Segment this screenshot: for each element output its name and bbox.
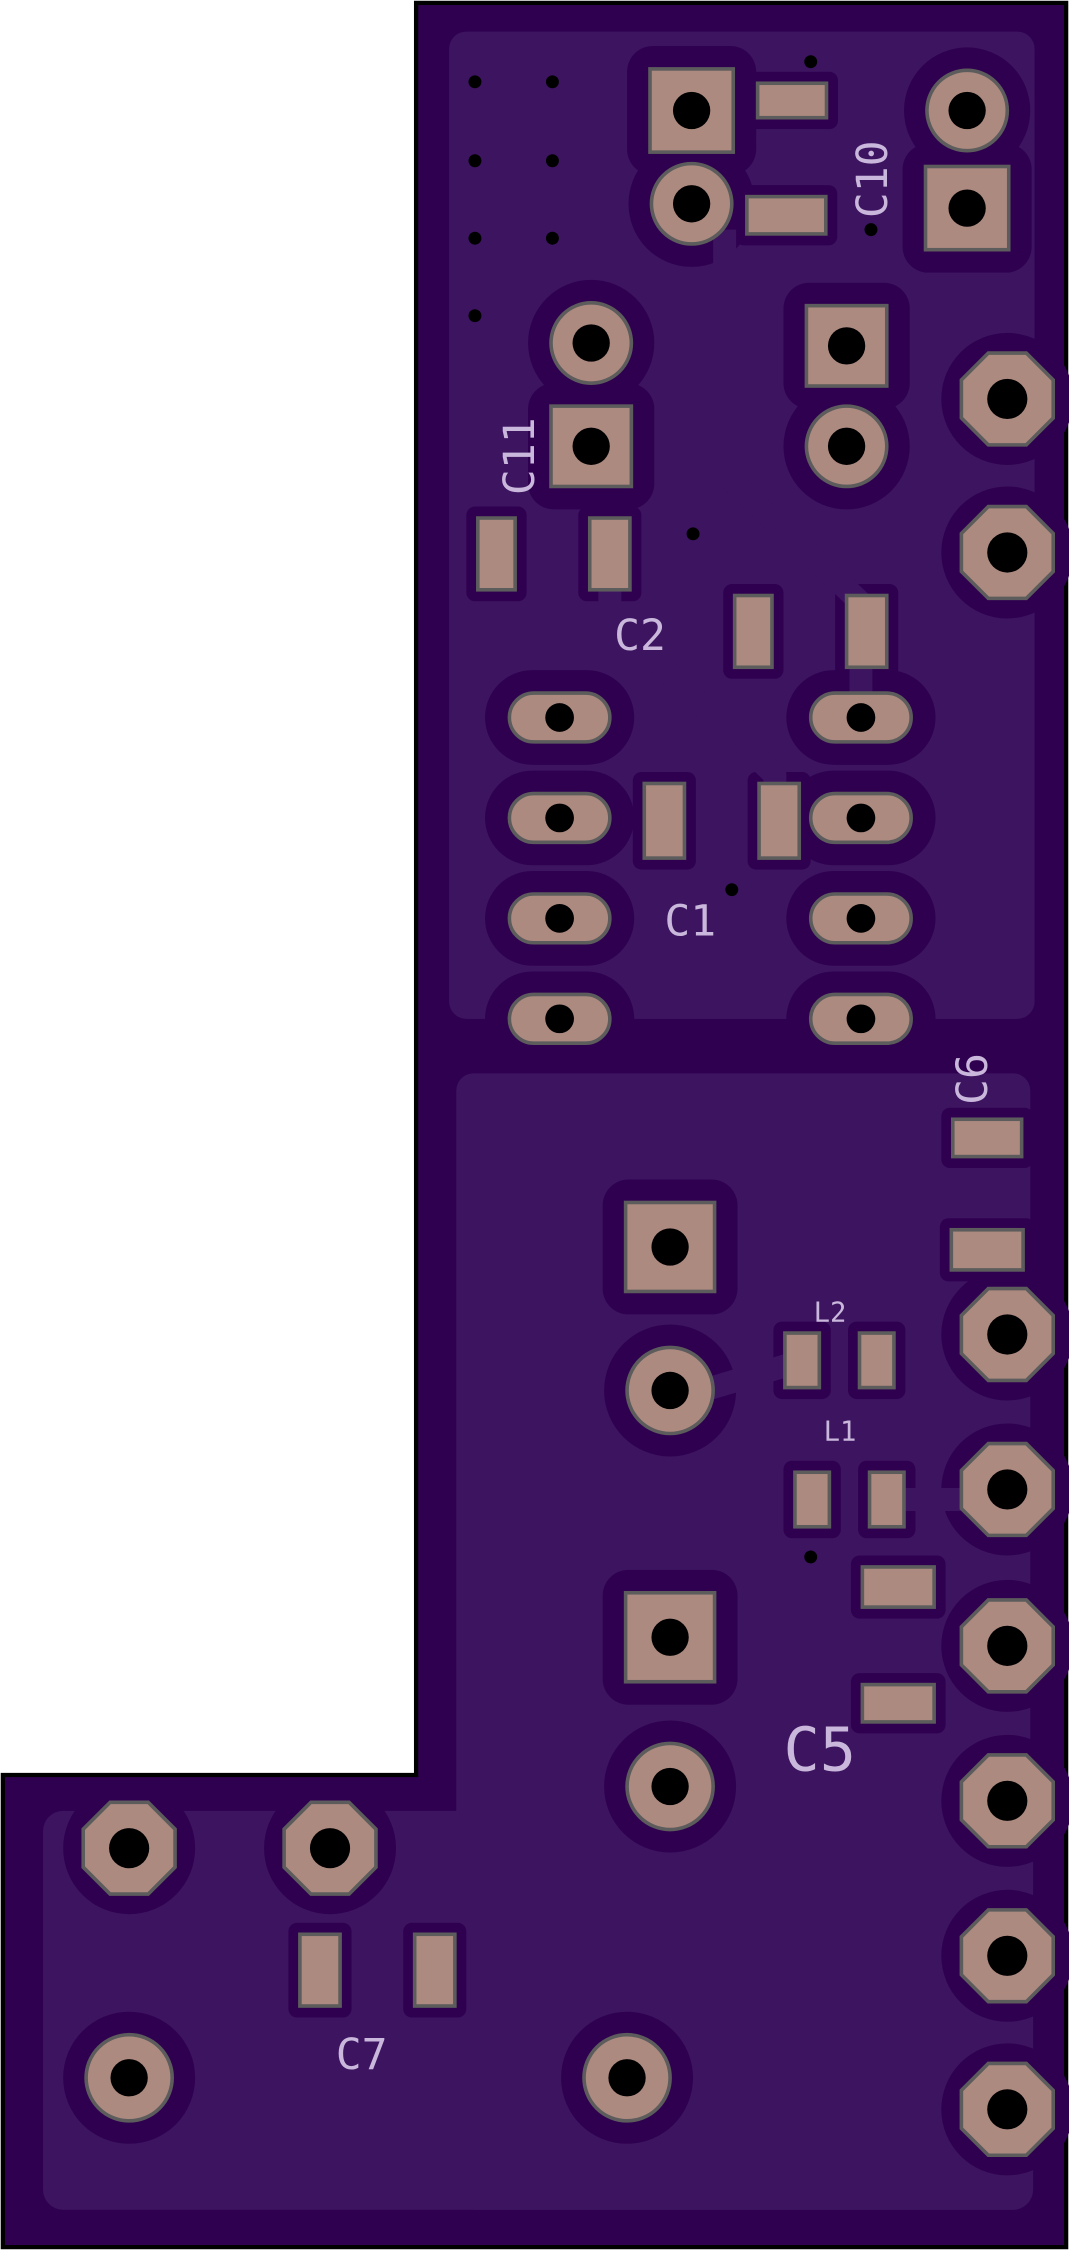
via	[468, 154, 482, 168]
label-l2: L2	[814, 1298, 847, 1329]
smd-pad	[732, 593, 774, 670]
drill-hole	[572, 324, 610, 362]
smd-pad	[757, 781, 802, 860]
drill-hole	[827, 327, 866, 365]
drill-hole	[987, 378, 1028, 420]
label-c11: C11	[495, 417, 545, 495]
via	[725, 883, 739, 897]
drill-hole	[651, 1618, 689, 1656]
drill-hole	[827, 427, 866, 465]
drill-hole	[608, 2059, 646, 2097]
via	[468, 231, 482, 245]
drill-hole	[987, 1469, 1028, 1510]
smd-pad	[860, 1565, 936, 1609]
drill-hole	[987, 1314, 1028, 1355]
label-c6: C6	[948, 1053, 998, 1105]
smd-pad	[783, 1331, 822, 1390]
smd-pad	[867, 1470, 906, 1529]
silkscreen: C10 C11 C2 C1 C6 L2 L1 C5 C7	[336, 140, 998, 2080]
pads	[81, 55, 1056, 2158]
drill-hole	[110, 2059, 148, 2097]
label-c7: C7	[336, 2030, 388, 2080]
smd-pad	[844, 593, 889, 670]
drill-hole	[651, 1767, 689, 1806]
drill-hole	[846, 703, 876, 732]
smd-pad	[755, 81, 829, 120]
drill-hole	[987, 1625, 1028, 1666]
drill-hole	[545, 1004, 574, 1034]
smd-pad	[298, 1932, 342, 2008]
drill-hole	[109, 1828, 150, 1869]
label-c10: C10	[848, 140, 898, 218]
drill-hole	[572, 427, 610, 465]
smd-pad	[860, 1682, 936, 1724]
label-l1: L1	[824, 1417, 857, 1448]
label-c5: C5	[783, 1716, 856, 1786]
label-c1: C1	[664, 897, 716, 947]
smd-pad	[642, 781, 687, 860]
smd-pad	[587, 516, 632, 592]
drill-hole	[987, 2089, 1028, 2130]
drill-hole	[987, 1780, 1028, 1821]
smd-pad	[793, 1470, 832, 1529]
via	[804, 55, 818, 69]
via	[686, 527, 700, 541]
smd-pad	[476, 516, 517, 592]
drill-hole	[545, 703, 574, 732]
via	[545, 154, 559, 168]
drill-hole	[948, 189, 986, 227]
via	[468, 309, 482, 323]
smd-pad	[949, 1227, 1025, 1272]
drill-hole	[846, 904, 876, 933]
smd-pad	[950, 1117, 1024, 1159]
drill-hole	[987, 532, 1028, 573]
smd-pad	[745, 194, 828, 236]
drill-hole	[545, 803, 574, 833]
drill-hole	[948, 91, 986, 130]
via	[468, 75, 482, 89]
drill-hole	[545, 904, 574, 933]
drill-hole	[672, 91, 711, 130]
drill-hole	[846, 1004, 876, 1034]
smd-pad	[857, 1331, 896, 1390]
drill-hole	[651, 1371, 689, 1410]
drill-hole	[651, 1228, 689, 1266]
via	[864, 223, 878, 237]
via	[545, 231, 559, 245]
smd-pad	[412, 1932, 457, 2008]
drill-hole	[672, 185, 711, 223]
square-pad	[923, 164, 1011, 252]
label-c2: C2	[614, 611, 666, 661]
drill-hole	[846, 803, 876, 833]
drill-hole	[987, 1935, 1028, 1976]
via	[804, 1550, 818, 1564]
via	[545, 75, 559, 89]
drill-hole	[309, 1828, 351, 1869]
